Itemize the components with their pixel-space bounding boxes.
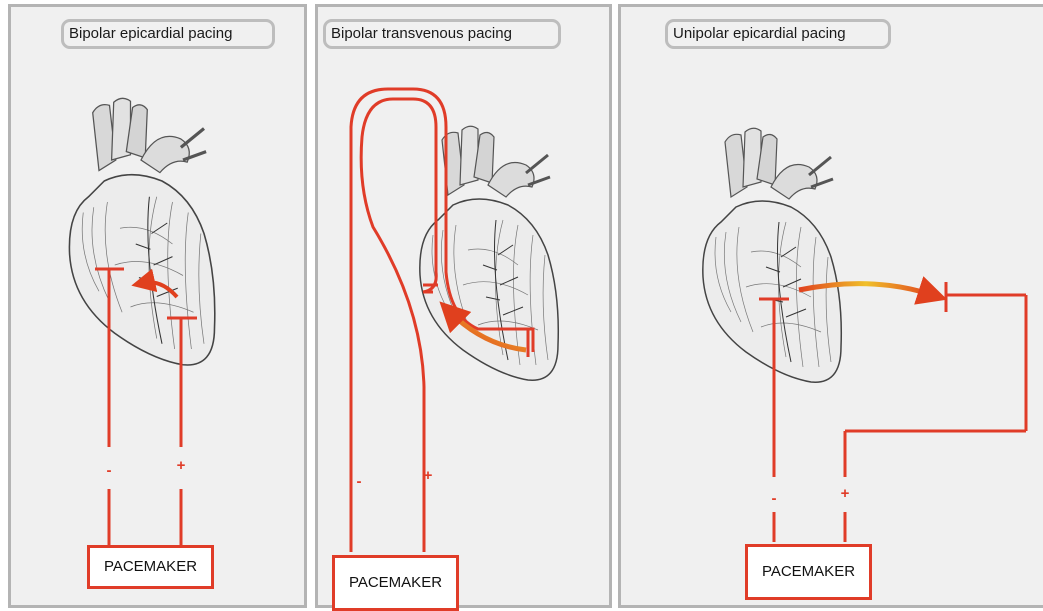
panel-bipolar-transvenous: Bipolar transvenous pacing - + PACEMAKER: [315, 4, 612, 608]
diagram-art: [318, 7, 609, 607]
heart-illustration: [703, 128, 841, 382]
pacemaker-box: PACEMAKER: [87, 545, 214, 589]
pacemaker-box: PACEMAKER: [332, 555, 459, 611]
plus-terminal-label: +: [174, 457, 188, 474]
transvenous-lead-inner: [361, 99, 436, 552]
plus-terminal-label: +: [421, 467, 435, 484]
electrode-positive-indifferent: [845, 282, 1026, 542]
minus-terminal-label: -: [352, 473, 366, 490]
minus-terminal-label: -: [102, 462, 116, 479]
minus-terminal-label: -: [767, 490, 781, 507]
panel-bipolar-epicardial: Bipolar epicardial pacing - + PACEMAKER: [8, 4, 307, 608]
diagram-art: [621, 7, 1043, 607]
pacemaker-box: PACEMAKER: [745, 544, 872, 600]
diagram-art: [11, 7, 304, 607]
plus-terminal-label: +: [838, 485, 852, 502]
heart-illustration: [69, 98, 214, 365]
panel-unipolar-epicardial: Unipolar epicardial pacing - + PACEMAKER: [618, 4, 1043, 608]
